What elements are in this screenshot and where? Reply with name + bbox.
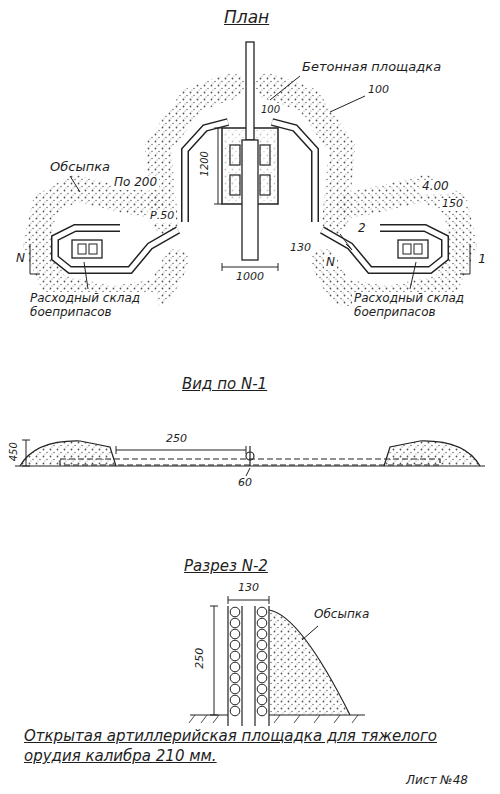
section-mark: 2 <box>356 222 368 236</box>
dimension: 250 <box>194 646 207 671</box>
dimension: 100 <box>259 104 282 116</box>
dimension: Р.50 <box>148 210 176 223</box>
view-heading: Вид по N-1 <box>180 376 269 393</box>
dimension: 4.00 <box>420 180 451 194</box>
dimension: 130 <box>236 582 261 595</box>
dimension: 130 <box>288 242 313 255</box>
dimension: 100 <box>366 84 391 97</box>
dimension: 250 <box>164 433 189 446</box>
part-label: Расходный склад боеприпасов <box>28 292 157 320</box>
part-label: Расходный склад боеприпасов <box>352 292 481 320</box>
section-mark: N <box>324 256 337 270</box>
dimension: 150 <box>440 198 465 211</box>
part-label: Бетонная площадка <box>300 60 443 75</box>
view-heading: План <box>222 8 271 28</box>
section-mark: 1 <box>476 252 488 267</box>
part-label: Обсыпка <box>48 160 112 175</box>
part-label: Обсыпка <box>312 608 371 622</box>
dimension: По 200 <box>112 176 159 190</box>
view-heading: Разрез N-2 <box>182 558 270 575</box>
dimension: 450 <box>8 440 20 463</box>
dimension: 1000 <box>234 271 266 284</box>
dimension: 60 <box>236 477 254 490</box>
sheet-number: Лист №48 <box>404 774 470 788</box>
section-mark: N <box>14 252 27 266</box>
dimension: 1200 <box>199 149 211 178</box>
drawing-caption: Открытая артиллерийская площадка для тяж… <box>22 726 466 767</box>
